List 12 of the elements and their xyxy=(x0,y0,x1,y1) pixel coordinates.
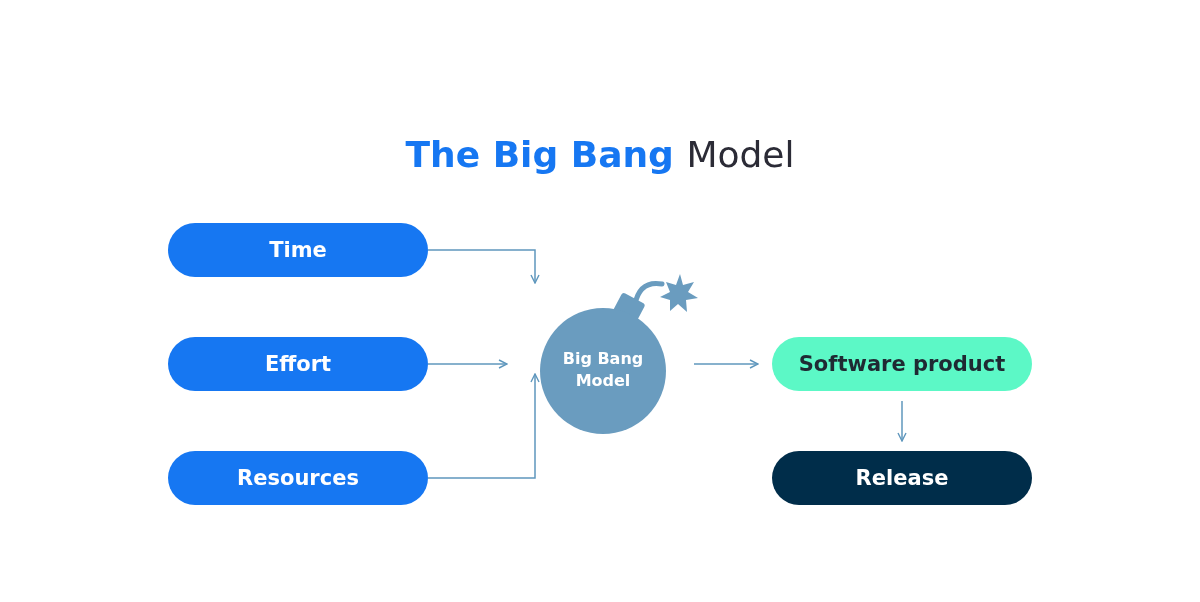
arrow xyxy=(427,359,508,369)
arrow xyxy=(693,359,759,369)
pill-box: Release xyxy=(772,451,1032,505)
pill-box: Effort xyxy=(168,337,428,391)
arrow xyxy=(427,249,540,284)
node-label: Big Bang Model xyxy=(561,348,645,392)
pill-box: Resources xyxy=(168,451,428,505)
pill-box: Time xyxy=(168,223,428,277)
arrow xyxy=(897,400,907,442)
pill-box: Software product xyxy=(772,337,1032,391)
arrow xyxy=(427,373,540,479)
title: The Big Bang Model xyxy=(405,134,795,175)
